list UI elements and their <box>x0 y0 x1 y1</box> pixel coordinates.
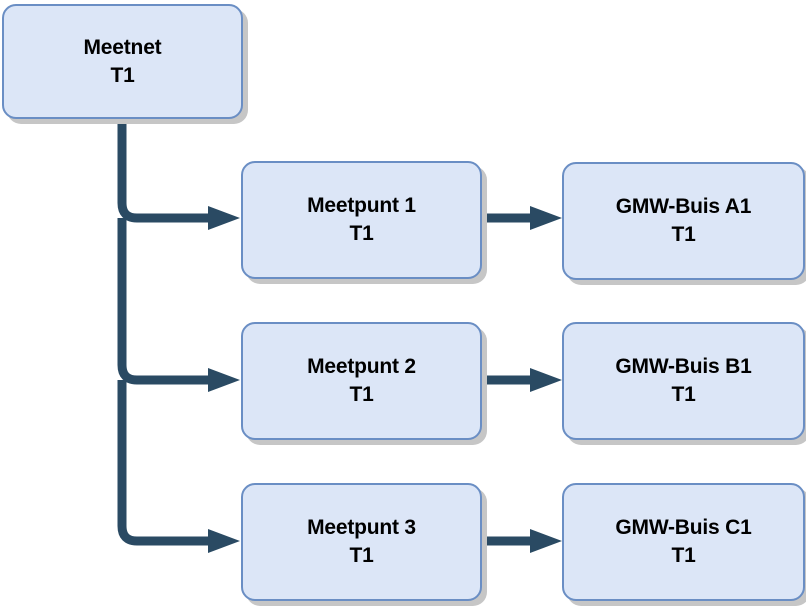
node-meetpunt-2-title: Meetpunt 2 <box>307 355 416 379</box>
node-gmw-buis-c1[interactable]: GMW-Buis C1 T1 <box>562 483 805 601</box>
node-meetpunt-3-title: Meetpunt 3 <box>307 516 416 540</box>
node-meetpunt-2[interactable]: Meetpunt 2 T1 <box>241 322 482 440</box>
node-meetpunt-2-subtitle: T1 <box>349 383 374 406</box>
node-meetpunt-1[interactable]: Meetpunt 1 T1 <box>241 161 482 279</box>
node-meetnet-subtitle: T1 <box>110 63 135 87</box>
node-gmw-buis-c1-subtitle: T1 <box>671 544 696 567</box>
edge-meetnet-to-meetpunt-1 <box>117 118 240 230</box>
node-gmw-buis-c1-title: GMW-Buis C1 <box>615 516 752 540</box>
edge-meetpunt-3-to-gmw-c1 <box>482 529 562 553</box>
node-meetnet-title: Meetnet <box>83 35 162 59</box>
node-gmw-buis-b1-subtitle: T1 <box>671 383 696 406</box>
node-meetpunt-1-title: Meetpunt 1 <box>307 194 416 218</box>
edge-meetpunt-1-to-gmw-a1 <box>482 206 562 230</box>
node-gmw-buis-b1[interactable]: GMW-Buis B1 T1 <box>562 322 805 440</box>
node-gmw-buis-a1[interactable]: GMW-Buis A1 T1 <box>562 162 805 280</box>
edge-meetnet-to-meetpunt-2 <box>117 218 240 392</box>
edge-meetnet-to-meetpunt-3 <box>117 380 240 553</box>
node-meetnet[interactable]: Meetnet T1 <box>2 4 243 119</box>
edge-meetpunt-2-to-gmw-b1 <box>482 368 562 392</box>
node-meetpunt-3[interactable]: Meetpunt 3 T1 <box>241 483 482 601</box>
node-meetpunt-3-subtitle: T1 <box>349 544 374 567</box>
node-gmw-buis-b1-title: GMW-Buis B1 <box>615 355 752 379</box>
node-gmw-buis-a1-title: GMW-Buis A1 <box>615 195 752 219</box>
node-meetpunt-1-subtitle: T1 <box>349 222 374 245</box>
node-gmw-buis-a1-subtitle: T1 <box>671 223 696 246</box>
